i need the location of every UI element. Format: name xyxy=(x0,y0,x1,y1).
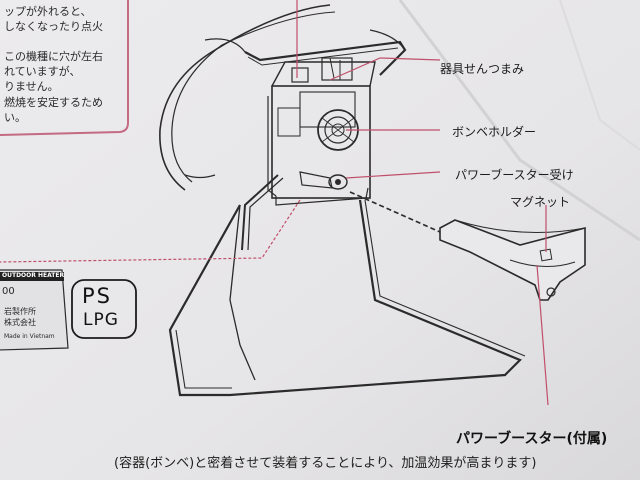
note-line-8: い。 xyxy=(4,111,26,124)
magnet xyxy=(539,248,553,262)
attach-guide xyxy=(349,191,441,233)
note-line-4: この機種に穴が左右 xyxy=(4,50,103,63)
ps-mark-top: PS xyxy=(82,284,112,308)
heater-body xyxy=(271,85,371,199)
reflector-outline xyxy=(159,49,216,191)
power-booster xyxy=(439,219,586,301)
leader-booster xyxy=(536,264,549,406)
callout-booster-receiver: パワーブースター受け xyxy=(455,168,574,182)
rating-label-header-bar xyxy=(0,272,64,281)
top-handle xyxy=(244,40,407,76)
rating-label-model: 00 xyxy=(2,286,15,297)
caption-title: パワーブースター(付属) xyxy=(456,431,608,447)
stand-frame xyxy=(168,199,522,397)
callout-magnet: マグネット xyxy=(510,195,571,209)
paper-crease-2 xyxy=(559,0,640,151)
caption-subtitle: (容器(ボンベ)と密着させて装着することにより、加温効果が高まります) xyxy=(114,456,537,471)
rating-label-header: OUTDOOR HEATER xyxy=(2,272,65,279)
booster-receiver xyxy=(328,174,348,190)
paper-crease xyxy=(398,0,640,242)
note-line-5: れていますが、 xyxy=(4,65,81,78)
ps-lpg-mark xyxy=(71,279,137,339)
rating-label-maker: 岩製作所 xyxy=(4,307,36,316)
note-line-6: りません。 xyxy=(4,80,59,93)
rating-label-company: 株式会社 xyxy=(4,318,36,327)
callout-cylinder-holder: ボンベホルダー xyxy=(452,125,537,139)
note-line-2: しなくなったり点火 xyxy=(4,20,103,33)
stand-leg-left xyxy=(241,174,279,251)
leader-fire-knob xyxy=(329,57,441,81)
callout-fire-knob: 器具せんつまみ xyxy=(440,62,525,76)
note-line-1: ップが外れると、 xyxy=(4,5,92,18)
leader-booster-receiver xyxy=(345,171,441,179)
ps-mark-bottom: LPG xyxy=(83,310,119,330)
note-box-border xyxy=(0,0,129,136)
reflector-rim xyxy=(171,44,223,183)
rating-label-origin: Made in Vietnam xyxy=(4,333,55,340)
rating-label-plate xyxy=(0,269,69,351)
note-line-7: 燃焼を安定するため xyxy=(4,96,103,109)
